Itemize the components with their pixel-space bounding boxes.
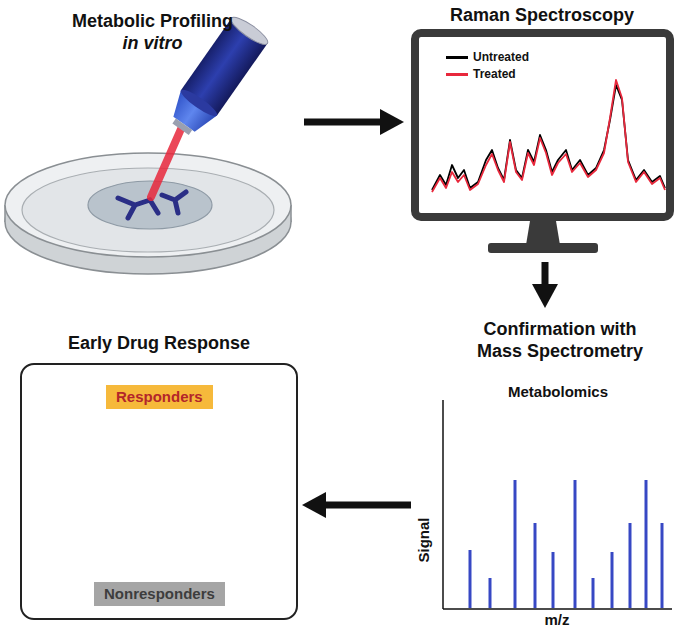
mass-spectrum-bars [470,480,662,608]
panel: Confirmation with Mass Spectrometry [415,312,675,626]
legend-label: Treated [473,67,516,82]
laser-beam [151,129,181,197]
panel-heading: Raman Spectroscopy [408,4,676,26]
panel-heading: Metabolic Profiling [5,10,300,32]
legend-label: Untreated [473,50,529,65]
petri-dish [5,153,291,274]
legend-swatch [446,56,468,59]
flow-arrow [542,262,549,284]
panel: Raman Spectroscopy [408,4,676,258]
legend-row: Treated [446,67,516,82]
axis-label: m/z [544,611,569,629]
panel: Metabolic Profilingin vitro [5,4,300,266]
nonresponders-box: Nonresponders [94,582,225,606]
flow-arrow [326,502,411,509]
outcome-box: RespondersNonrespondersEarly Drug Respon… [20,363,298,620]
raman-spectra [432,80,665,192]
axis-label: Signal [415,517,433,562]
microscope-objective [163,13,271,141]
panel-heading: in vitro [5,32,300,54]
legend-swatch [446,73,468,76]
responders-box: Responders [106,385,213,409]
legend-row: Untreated [446,50,529,65]
flow-arrow [304,119,380,126]
mass-spectrum-axes [443,400,672,609]
panel-heading: Confirmation with Mass Spectrometry [468,318,653,362]
box-label: Responders [116,388,203,406]
monitor [415,33,670,253]
chart-title: Metabolomics [508,383,608,401]
box-label: Nonresponders [104,585,215,603]
panel-heading: Early Drug Response [22,332,296,354]
